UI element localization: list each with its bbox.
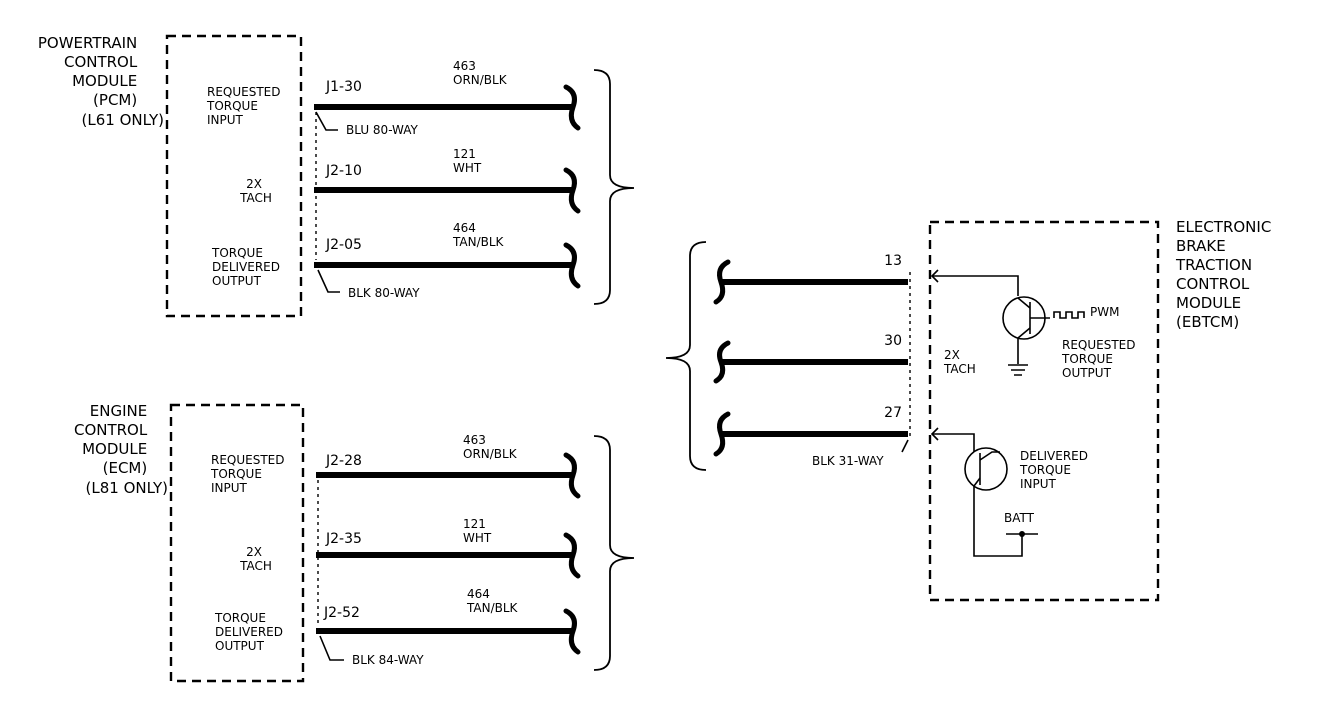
pwm-waveform-icon [1053,311,1085,319]
ecm-pin-2: J2-35 [325,531,362,547]
ecm-box [169,403,305,683]
ecm-connector-bottom-label: BLK 84-WAY [352,653,424,667]
ebtcm-tach-label: 2X TACH [943,348,976,376]
pcm-connector-leader-bottom [317,269,340,293]
ecm-signal-2-label: 2X TACH [239,545,272,573]
pcm-color-1: ORN/BLK [453,73,508,87]
ecm-connector-2 [563,532,581,579]
ecm-connector-3 [563,608,581,655]
ebtcm-pwm-label: PWM [1090,305,1119,319]
pcm-pin-2: J2-10 [325,163,362,179]
ebtcm-connector-2 [713,340,731,384]
ecm-color-3: TAN/BLK [466,601,519,615]
ecm-pin-3: J2-52 [323,605,360,621]
ecm-connector-leader-bottom [319,635,344,661]
ebtcm-title: ELECTRONIC BRAKE TRACTION CONTROL MODULE… [1175,218,1276,331]
ecm-color-1: ORN/BLK [463,447,518,461]
pcm-signal-1-label: REQUESTED TORQUE INPUT [206,85,284,127]
ebtcm-transistor-delivered-trace [973,477,1023,557]
ecm-connector-1 [563,452,581,499]
pcm-color-3: TAN/BLK [452,235,505,249]
pcm-box [165,34,303,318]
pcm-color-2: WHT [453,161,482,175]
ebtcm-connector-leader [901,439,909,453]
pcm-connector-1 [563,84,581,131]
ecm-pin-1: J2-28 [325,453,362,469]
ebtcm-connector-1 [713,259,731,305]
batt-node-dot [1019,531,1025,537]
pcm-connector-leader-top [315,111,338,131]
ebtcm-connector-3 [713,411,731,457]
pcm-bundle-brace [593,69,635,305]
ground-icon [1008,364,1028,376]
ecm-color-2: WHT [463,531,492,545]
ebtcm-batt-label: BATT [1004,511,1035,525]
pcm-title: POWERTRAIN CONTROL MODULE (PCM) (L61 ONL… [38,34,164,129]
ecm-module: ENGINE CONTROL MODULE (ECM) (L81 ONLY) R… [74,402,635,683]
ebtcm-pin-30: 30 [884,333,902,349]
ebtcm-pin-27: 27 [884,405,902,421]
ecm-circuit-2: 121 [463,517,486,531]
pcm-pin-3: J2-05 [325,237,362,253]
pcm-connector-bottom-label: BLK 80-WAY [348,286,420,300]
ebtcm-connector-label: BLK 31-WAY [812,454,884,468]
pcm-circuit-1: 463 [453,59,476,73]
ebtcm-delivered-label: DELIVERED TORQUE INPUT [1019,449,1092,491]
ebtcm-module: 13 30 27 BLK 31-WAY ELECTRONIC BRAKE TRA… [665,218,1276,602]
pcm-module: POWERTRAIN CONTROL MODULE (PCM) (L61 ONL… [38,34,635,318]
pcm-pin-1: J1-30 [325,79,362,95]
ebtcm-transistor-requested-collector [1017,297,1031,309]
pcm-circuit-3: 464 [453,221,476,235]
ecm-circuit-3: 464 [467,587,490,601]
pcm-circuit-2: 121 [453,147,476,161]
ebtcm-bundle-brace [665,241,707,471]
pcm-signal-3-label: TORQUE DELIVERED OUTPUT [211,246,284,288]
ebtcm-pin27-trace [932,433,975,452]
ebtcm-transistor-delivered [964,447,1008,491]
ebtcm-requested-label: REQUESTED TORQUE OUTPUT [1061,338,1139,380]
pcm-connector-top-label: BLU 80-WAY [346,123,419,137]
ebtcm-pin13-trace [932,275,1019,296]
ecm-circuit-1: 463 [463,433,486,447]
ebtcm-box [928,220,1160,602]
pcm-connector-3 [563,242,581,289]
pcm-connector-2 [563,167,581,214]
ecm-signal-3-label: TORQUE DELIVERED OUTPUT [214,611,287,653]
ebtcm-transistor-requested-emitter [1017,327,1031,364]
ecm-title: ENGINE CONTROL MODULE (ECM) (L81 ONLY) [74,402,168,497]
ecm-bundle-brace [593,435,635,671]
ebtcm-transistor-delivered-collector [979,451,1000,461]
pcm-signal-2-label: 2X TACH [239,177,272,205]
ebtcm-pin-13: 13 [884,253,902,269]
ecm-signal-1-label: REQUESTED TORQUE INPUT [210,453,288,495]
